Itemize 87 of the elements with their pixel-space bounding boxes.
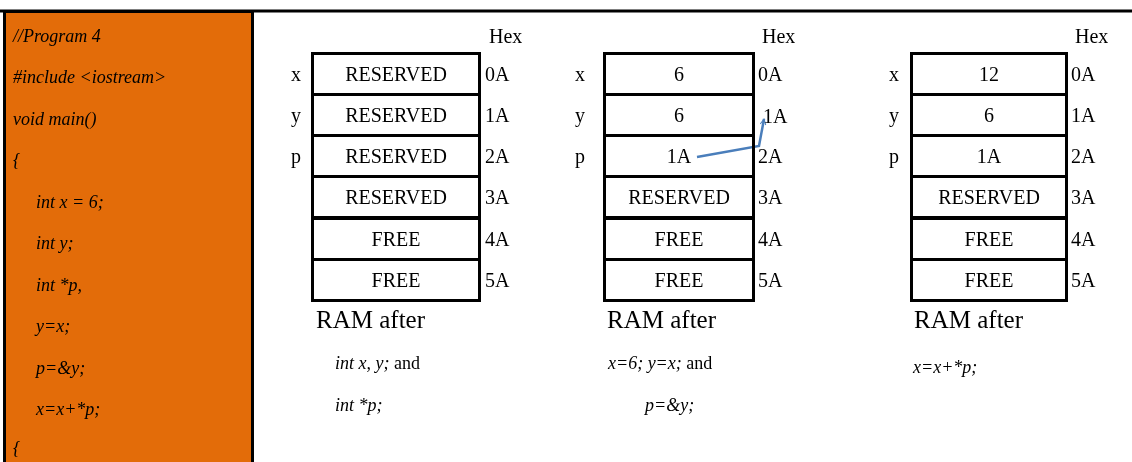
variable-name: y	[575, 103, 585, 127]
hex-address: 0A	[1071, 62, 1096, 86]
hex-address: 1A	[1071, 103, 1096, 127]
code-line: #include <iostream>	[13, 66, 167, 88]
memory-cell	[603, 217, 755, 261]
code-panel	[3, 10, 254, 462]
variable-name: x	[291, 62, 301, 86]
hex-address: 2A	[485, 144, 510, 168]
cell-value: 1A	[976, 144, 1002, 168]
memory-cell	[603, 52, 755, 96]
hex-address: 4A	[758, 227, 783, 251]
hex-address: 5A	[758, 268, 783, 292]
variable-name: p	[575, 144, 585, 168]
hex-address: 2A	[1071, 144, 1096, 168]
cell-value: RESERVED	[345, 185, 447, 209]
memory-cell	[311, 217, 481, 261]
memory-cell	[603, 175, 755, 219]
cell-value: RESERVED	[938, 185, 1040, 209]
column-heading: Hex	[489, 24, 523, 48]
column-heading: Hex	[762, 24, 796, 48]
hex-address: 5A	[485, 268, 510, 292]
cell-value: 6	[984, 103, 994, 127]
code-line: int x = 6;	[36, 191, 104, 213]
cell-value: RESERVED	[345, 103, 447, 127]
cell-value: RESERVED	[628, 185, 730, 209]
cell-value: FREE	[371, 227, 421, 251]
hex-address: 0A	[758, 62, 783, 86]
hex-address: 3A	[485, 185, 510, 209]
cell-value: FREE	[371, 268, 421, 292]
code-line: y=x;	[36, 315, 71, 337]
hex-address: 0A	[485, 62, 510, 86]
variable-name: x	[889, 62, 899, 86]
memory-cell	[311, 134, 481, 178]
variable-name: y	[291, 103, 301, 127]
cell-value: FREE	[964, 227, 1014, 251]
variable-name: p	[291, 144, 301, 168]
cell-value: FREE	[964, 268, 1014, 292]
hex-address: 1A	[763, 105, 788, 127]
code-line: void main()	[13, 108, 97, 130]
memory-cell	[603, 258, 755, 302]
cell-value: 6	[674, 62, 684, 86]
code-line: p=&y;	[36, 357, 86, 379]
hex-address: 3A	[758, 185, 783, 209]
caption-heading: RAM after	[914, 308, 1023, 332]
cell-value: 12	[979, 62, 999, 86]
caption-heading: RAM after	[316, 308, 425, 332]
code-line: //Program 4	[13, 25, 101, 47]
memory-cell	[311, 175, 481, 219]
memory-cell	[311, 52, 481, 96]
cell-value: 1A	[666, 144, 692, 168]
code-line: int y;	[36, 232, 74, 254]
caption-text: x=6; y=x; and	[608, 352, 713, 375]
memory-cell	[910, 217, 1068, 261]
memory-cell	[311, 93, 481, 137]
hex-address: 5A	[1071, 268, 1096, 292]
cell-value: RESERVED	[345, 62, 447, 86]
memory-cell	[910, 175, 1068, 219]
code-line: {	[13, 149, 21, 171]
memory-cell	[910, 93, 1068, 137]
cell-value: 6	[674, 103, 684, 127]
memory-cell	[910, 134, 1068, 178]
code-line: {	[13, 437, 21, 459]
memory-cell	[910, 258, 1068, 302]
cell-value: FREE	[654, 227, 704, 251]
hex-address: 4A	[1071, 227, 1096, 251]
variable-name: y	[889, 103, 899, 127]
caption-text: p=&y;	[645, 394, 695, 417]
caption-text: x=x+*p;	[913, 356, 978, 379]
memory-cell	[603, 134, 755, 178]
code-line: x=x+*p;	[36, 398, 101, 420]
hex-address: 3A	[1071, 185, 1096, 209]
code-line: int *p,	[36, 274, 82, 296]
hex-address: 1A	[485, 103, 510, 127]
cell-value: FREE	[654, 268, 704, 292]
arrow	[696, 118, 767, 159]
cell-value: RESERVED	[345, 144, 447, 168]
caption-heading: RAM after	[607, 308, 716, 332]
variable-name: p	[889, 144, 899, 168]
memory-cell	[910, 52, 1068, 96]
variable-name: x	[575, 62, 585, 86]
caption-text: int *p;	[335, 394, 383, 417]
caption-text: int x, y; and	[335, 352, 420, 375]
column-heading: Hex	[1075, 24, 1109, 48]
memory-cell	[603, 93, 755, 137]
memory-cell	[311, 258, 481, 302]
hex-address: 2A	[758, 144, 783, 168]
hex-address: 4A	[485, 227, 510, 251]
